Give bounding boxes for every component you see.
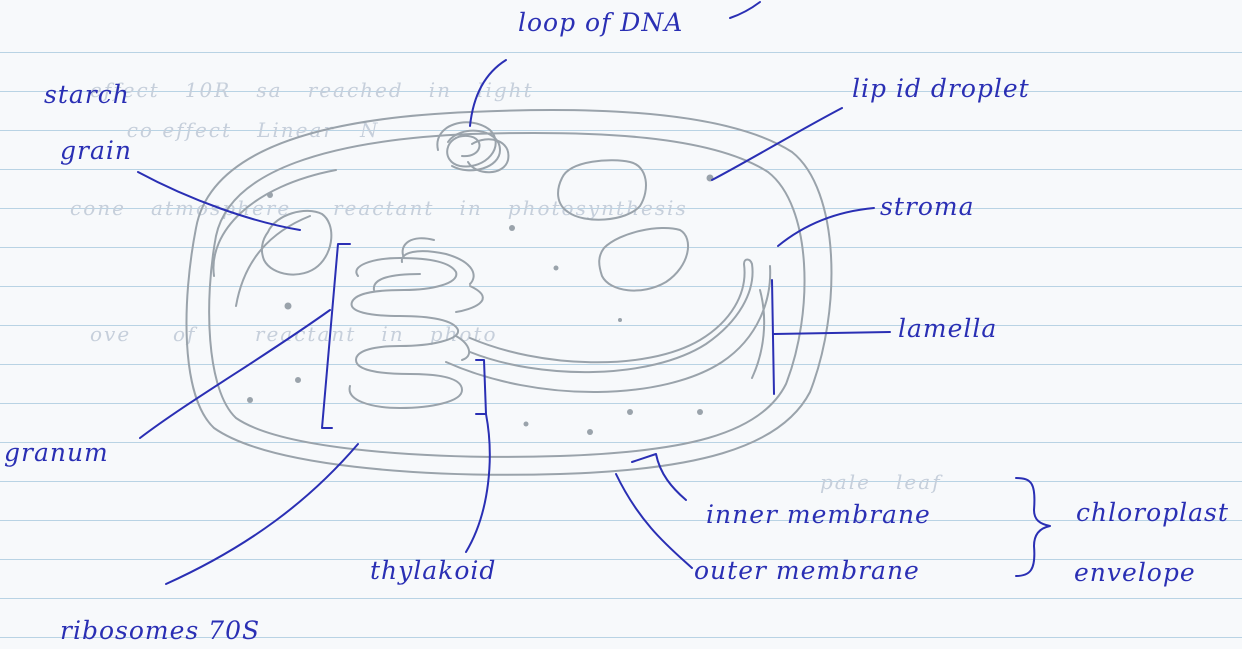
ribosome-dot (697, 409, 703, 415)
granum-outline (402, 251, 474, 284)
label-outer-membrane: outer membrane (694, 556, 920, 585)
outer-membrane-pointer (616, 474, 692, 568)
loop-of-dna-pointer (470, 60, 506, 126)
ribosome-dot (554, 266, 559, 271)
label-chloroplast: chloroplast (1076, 498, 1229, 527)
inner-membrane-outline (209, 133, 804, 457)
lamella-outline (470, 260, 753, 373)
ribosome-dot (509, 225, 515, 231)
label-lipid-droplet: lip id droplet (852, 74, 1030, 103)
label-lamella: lamella (898, 314, 997, 343)
ribosome-dot (247, 397, 253, 403)
ribosome-dot (524, 422, 529, 427)
ribosome-dot (627, 409, 633, 415)
dna-loop-outline (437, 122, 508, 172)
ribosome-dot (587, 429, 593, 435)
granum-outline (374, 274, 420, 290)
granum-pointer (140, 310, 330, 438)
label-stroma: stroma (880, 192, 975, 221)
outer-membrane-outline (186, 110, 831, 475)
thylakoid-bracket (476, 360, 486, 414)
envelope-brace (1016, 478, 1050, 576)
ribosome-dot (295, 377, 301, 383)
lamella-bracket (772, 280, 774, 394)
starch-grain-outline (262, 211, 331, 275)
thylakoid-pointer (466, 414, 490, 552)
inner-membrane-pointer (632, 454, 686, 500)
label-thylakoid: thylakoid (370, 556, 496, 585)
lamella-outline (752, 290, 764, 378)
label-granum: granum (4, 438, 109, 467)
label-starch: starch (44, 80, 130, 109)
lipid-droplet-pointer (712, 108, 842, 180)
plastoglobule-outline (558, 160, 646, 219)
top-margin-stroke (730, 2, 760, 18)
lamella-outline (446, 266, 770, 392)
label-loop-of-dna: loop of DNA (518, 8, 683, 37)
label-inner-membrane: inner membrane (706, 500, 931, 529)
granum-outline (350, 258, 462, 408)
label-envelope: envelope (1074, 558, 1196, 587)
granum-outline (456, 336, 469, 360)
ribosome-dot (285, 303, 292, 310)
granum-outline (456, 286, 483, 312)
granum-outline (403, 238, 434, 258)
granum-bracket (322, 244, 350, 428)
ribosome-dot (267, 192, 273, 198)
label-grain: grain (60, 136, 132, 165)
plastoglobule-outline (599, 228, 688, 291)
ribosome-dot (618, 318, 622, 322)
lamella-pointer (774, 332, 890, 334)
label-ribosomes: ribosomes 70S (60, 616, 260, 645)
ribosomes-pointer (166, 444, 358, 584)
